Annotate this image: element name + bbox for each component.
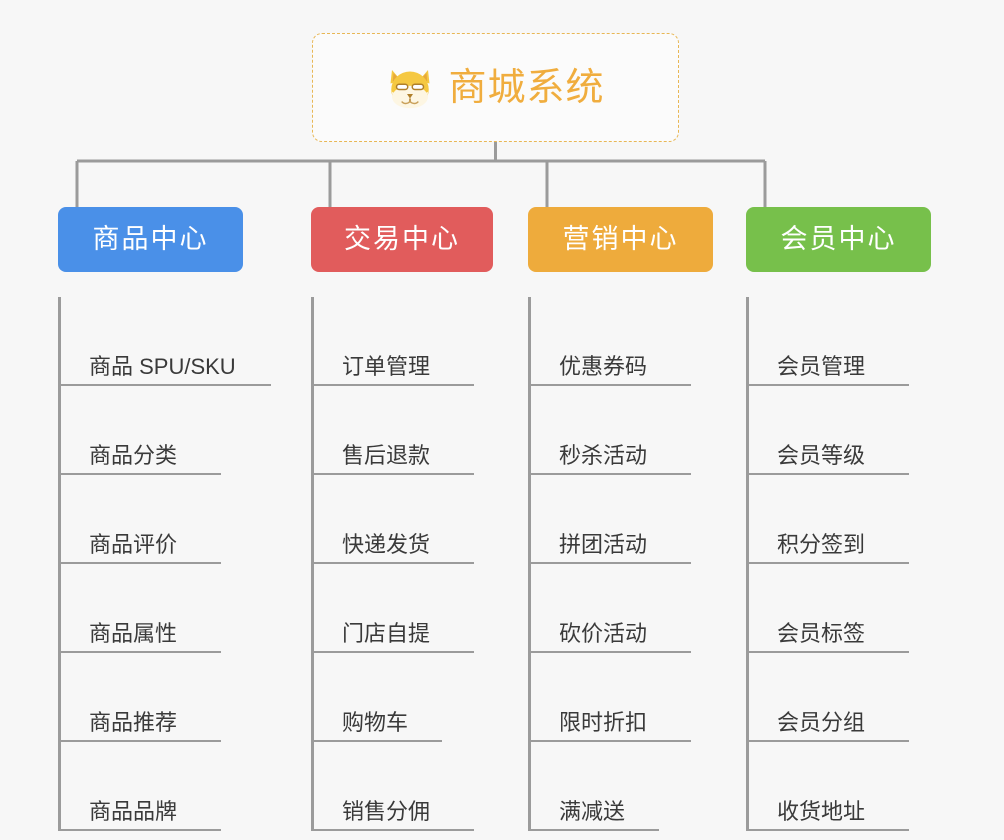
leaf-label: 商品 SPU/SKU (89, 353, 236, 379)
leaf-item[interactable]: 满减送 (531, 742, 713, 831)
root-title: 商城系统 (448, 66, 605, 109)
leaf-underline (531, 562, 691, 564)
leaf-label: 会员等级 (777, 442, 866, 468)
leaf-item[interactable]: 会员等级 (749, 386, 931, 475)
leaf-underline (749, 829, 909, 831)
category-column: 交易中心订单管理售后退款快递发货门店自提购物车销售分佣 (311, 207, 493, 831)
leaf-item[interactable]: 拼团活动 (531, 475, 713, 564)
leaf-label: 商品品牌 (89, 798, 178, 824)
category-column: 会员中心会员管理会员等级积分签到会员标签会员分组收货地址 (746, 207, 931, 831)
leaf-label: 订单管理 (342, 353, 431, 379)
leaf-item[interactable]: 会员标签 (749, 564, 931, 653)
leaf-label: 满减送 (559, 798, 626, 824)
leaf-underline (61, 651, 221, 653)
leaf-underline (61, 740, 221, 742)
leaf-label: 会员管理 (777, 353, 866, 379)
leaf-underline (531, 651, 691, 653)
leaf-underline (61, 829, 221, 831)
leaf-label: 快递发货 (342, 531, 431, 557)
category-header[interactable]: 营销中心 (528, 207, 713, 272)
leaf-label: 销售分佣 (342, 798, 431, 824)
leaf-item[interactable]: 砍价活动 (531, 564, 713, 653)
leaf-label: 商品评价 (89, 531, 178, 557)
leaf-label: 售后退款 (342, 442, 431, 468)
leaf-item[interactable]: 优惠券码 (531, 297, 713, 386)
leaf-underline (531, 473, 691, 475)
leaf-item[interactable]: 商品 SPU/SKU (61, 297, 271, 386)
leaf-label: 秒杀活动 (559, 442, 648, 468)
leaf-underline (314, 829, 474, 831)
leaf-item[interactable]: 购物车 (314, 653, 493, 742)
leaf-item[interactable]: 门店自提 (314, 564, 493, 653)
leaf-item[interactable]: 销售分佣 (314, 742, 493, 831)
leaf-underline (61, 562, 221, 564)
fox-face-icon (390, 69, 430, 108)
category-header[interactable]: 交易中心 (311, 207, 493, 272)
leaf-item[interactable]: 商品分类 (61, 386, 243, 475)
leaf-label: 门店自提 (342, 620, 431, 646)
leaf-label: 会员标签 (777, 620, 866, 646)
leaf-item[interactable]: 商品推荐 (61, 653, 243, 742)
leaf-item[interactable]: 限时折扣 (531, 653, 713, 742)
leaf-underline (61, 384, 271, 386)
leaf-label: 商品属性 (89, 620, 178, 646)
leaf-underline (314, 473, 474, 475)
leaf-underline (749, 384, 909, 386)
leaf-label: 商品分类 (89, 442, 178, 468)
category-header[interactable]: 会员中心 (746, 207, 931, 272)
leaf-underline (531, 384, 691, 386)
root-node[interactable]: 商城系统 (312, 33, 679, 142)
leaf-label: 收货地址 (777, 798, 866, 824)
leaf-underline (531, 740, 691, 742)
category-column: 商品中心商品 SPU/SKU 商品分类商品评价商品属性商品推荐商品品牌 (58, 207, 271, 831)
leaf-item[interactable]: 积分签到 (749, 475, 931, 564)
leaf-label: 商品推荐 (89, 709, 178, 735)
leaf-item[interactable]: 商品评价 (61, 475, 243, 564)
leaf-item[interactable]: 秒杀活动 (531, 386, 713, 475)
leaf-label: 优惠券码 (559, 353, 648, 379)
leaf-item[interactable]: 会员管理 (749, 297, 931, 386)
leaf-underline (314, 384, 474, 386)
leaf-item[interactable]: 收货地址 (749, 742, 931, 831)
leaf-label: 砍价活动 (559, 620, 648, 646)
leaf-list: 订单管理售后退款快递发货门店自提购物车销售分佣 (311, 297, 493, 831)
leaf-underline (314, 740, 442, 742)
category-column: 营销中心优惠券码秒杀活动拼团活动砍价活动限时折扣满减送 (528, 207, 713, 831)
leaf-item[interactable]: 订单管理 (314, 297, 493, 386)
leaf-label: 购物车 (342, 709, 409, 735)
leaf-underline (749, 651, 909, 653)
leaf-list: 优惠券码秒杀活动拼团活动砍价活动限时折扣满减送 (528, 297, 713, 831)
leaf-underline (314, 651, 474, 653)
leaf-label: 限时折扣 (559, 709, 648, 735)
leaf-underline (531, 829, 659, 831)
leaf-label: 积分签到 (777, 531, 866, 557)
leaf-item[interactable]: 快递发货 (314, 475, 493, 564)
leaf-underline (314, 562, 474, 564)
category-header[interactable]: 商品中心 (58, 207, 243, 272)
leaf-list: 会员管理会员等级积分签到会员标签会员分组收货地址 (746, 297, 931, 831)
leaf-label: 会员分组 (777, 709, 866, 735)
leaf-item[interactable]: 会员分组 (749, 653, 931, 742)
leaf-underline (749, 740, 909, 742)
leaf-item[interactable]: 商品属性 (61, 564, 243, 653)
leaf-label: 拼团活动 (559, 531, 648, 557)
leaf-underline (749, 473, 909, 475)
leaf-underline (61, 473, 221, 475)
leaf-item[interactable]: 售后退款 (314, 386, 493, 475)
leaf-list: 商品 SPU/SKU 商品分类商品评价商品属性商品推荐商品品牌 (58, 297, 271, 831)
leaf-item[interactable]: 商品品牌 (61, 742, 243, 831)
leaf-underline (749, 562, 909, 564)
